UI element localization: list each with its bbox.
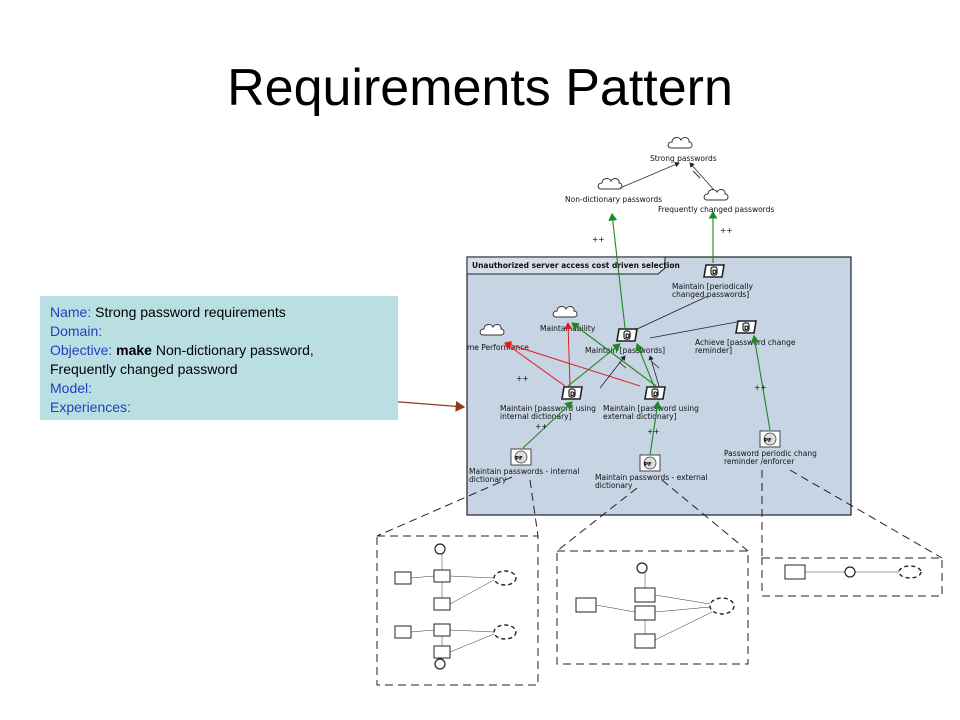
goal-frequently-changed: Frequently changed passwords [658,205,774,214]
info-domain-row: Domain: [50,322,398,341]
mini-diagram-internal [394,543,517,670]
info-objective-key: Objective: [50,342,113,358]
contrib-label: ++ [535,422,548,431]
info-objective-value: Non-dictionary password, [155,342,314,358]
pf-badge: PF [515,456,523,462]
task-external-2: external dictionary] [603,412,677,421]
mini-diagram-reminder [784,564,922,580]
problem-frame-reminder [761,557,943,597]
d-badge: D [653,391,658,398]
d-badge: D [570,391,575,398]
page-title: Requirements Pattern [227,59,733,117]
goal-performance: me Performance [467,343,529,352]
goal-cloud-icon [703,189,729,201]
info-objective-row-2: Frequently changed password [50,360,398,379]
pf-badge: PF [644,462,652,468]
problem-frame-external [556,550,749,665]
info-objective-value-2: Frequently changed password [50,361,238,377]
goal-cloud-icon [597,178,623,190]
info-model-row: Model: [50,379,398,398]
task-achieve: Achieve [password change [695,338,796,347]
contrib-label: ++ [516,374,529,383]
task-internal-2: internal dictionary] [500,412,572,421]
pf-external: Maintain passwords - external [595,473,708,482]
pf-internal-2: dictionary [469,475,507,484]
task-periodic-2: changed passwords] [672,290,749,299]
d-badge: D [712,269,717,276]
info-name-row: Name: Strong password requirements [50,303,398,322]
info-objective-bold: make [116,342,152,358]
info-name-value: Strong password requirements [95,304,286,320]
d-badge: D [625,333,630,340]
contrib-label: ++ [647,427,660,436]
goal-non-dictionary: Non-dictionary passwords [565,195,662,204]
problem-frame-internal [376,535,539,686]
task-internal: Maintain [password using [500,404,596,413]
task-achieve-2: reminder] [695,346,732,355]
info-experiences-row: Experiences: [50,398,398,417]
contrib-label: ++ [592,235,605,244]
info-experiences-key: Experiences: [50,399,131,415]
goal-strong-passwords: Strong passwords [650,154,717,163]
pf-reminder: Password periodic chang [724,449,817,458]
info-domain-key: Domain: [50,323,103,339]
pf-badge: PF [764,438,772,444]
goal-cloud-icon [667,137,693,149]
contrib-label: ++ [720,226,733,235]
frame-title: Unauthorized server access cost driven s… [472,261,680,270]
mini-diagram-external [575,562,735,649]
contrib-label: ++ [754,383,767,392]
task-external: Maintain [password using [603,404,699,413]
info-objective-row: Objective: make Non-dictionary password, [50,341,398,360]
d-badge: D [744,325,749,332]
pattern-info-box: Name: Strong password requirements Domai… [40,296,398,420]
pf-internal: Maintain passwords - internal [469,467,579,476]
info-model-key: Model: [50,380,93,396]
task-periodic: Maintain [periodically [672,282,753,291]
pf-reminder-2: reminder /enforcer [724,457,795,466]
task-passwords: Maintain [passwords] [585,346,665,355]
info-name-key: Name: [50,304,92,320]
pf-external-2: dictionary [595,481,633,490]
